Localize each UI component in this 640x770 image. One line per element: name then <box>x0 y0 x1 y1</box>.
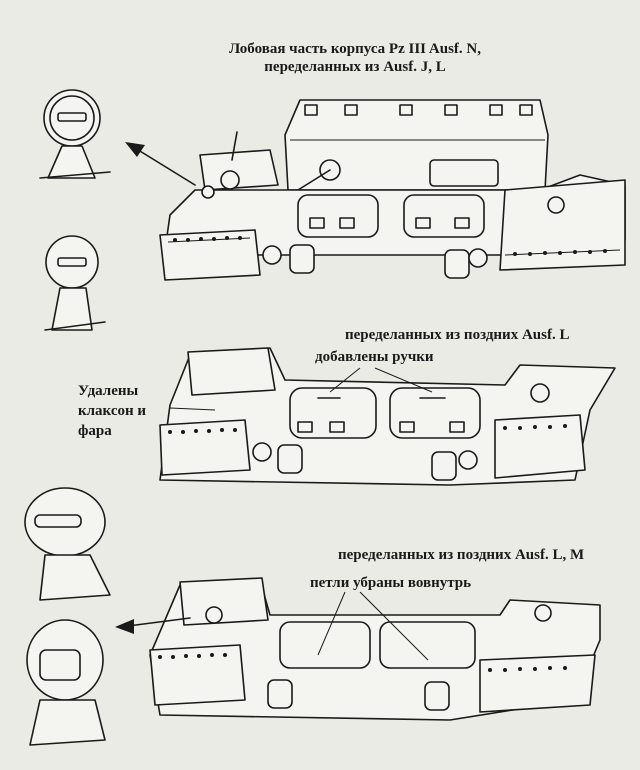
right-brake-hatch-2 <box>389 387 481 439</box>
headlight-1 <box>220 170 240 190</box>
mg-barrel <box>297 169 331 191</box>
right-front-plate <box>499 179 626 271</box>
hull-view-3 <box>149 577 601 721</box>
section2-title: переделанных из поздних Ausf. L <box>345 327 570 343</box>
right-brake-hatch <box>403 194 485 238</box>
right-headlight-3 <box>534 604 552 622</box>
right-brake-hatch-3 <box>379 621 476 669</box>
removed-label-line-1: Удалены <box>78 383 139 399</box>
detail-headlight-c <box>24 487 111 601</box>
left-toolbox-3 <box>179 577 269 626</box>
left-toolbox-2 <box>187 347 276 396</box>
arrow-3 <box>115 617 191 634</box>
title-line-2: переделанных из Ausf. J, L <box>264 59 446 75</box>
detail-headlight-a <box>39 89 111 179</box>
left-brake-hatch-3 <box>279 621 371 669</box>
removed-label-line-3: фара <box>78 423 112 439</box>
hull-view-2 <box>159 347 616 486</box>
right-front-plate-2 <box>494 414 586 479</box>
right-headlight-2 <box>530 383 550 403</box>
section3-title: переделанных из поздних Ausf. L, M <box>338 547 585 563</box>
detail-headlight-d <box>26 619 106 746</box>
headlight-3 <box>205 606 223 624</box>
horn-1 <box>201 185 215 199</box>
hull-view-1 <box>159 99 626 281</box>
left-front-plate <box>159 229 261 281</box>
left-brake-hatch <box>297 194 379 238</box>
left-front-plate-2 <box>159 419 251 476</box>
right-front-plate-3 <box>479 654 596 713</box>
detail-headlight-b <box>44 235 106 331</box>
right-headlight-1 <box>547 196 565 214</box>
hinges-label: петли убраны вовнутрь <box>310 575 472 591</box>
left-toolbox <box>199 149 279 191</box>
left-brake-hatch-2 <box>289 387 377 439</box>
title-line-1: Лобовая часть корпуса Pz III Ausf. N, <box>228 41 482 57</box>
left-front-plate-3 <box>149 644 246 706</box>
handles-added-label: добавлены ручки <box>315 349 434 365</box>
removed-label-line-2: клаксон и <box>78 403 147 419</box>
right-tow-1 <box>444 249 470 279</box>
title-caption: Лобовая часть корпуса Pz III Ausf. N, пе… <box>175 40 535 76</box>
arrow-1 <box>125 142 196 186</box>
driver-visor <box>429 159 499 187</box>
left-tow-1 <box>289 244 315 274</box>
